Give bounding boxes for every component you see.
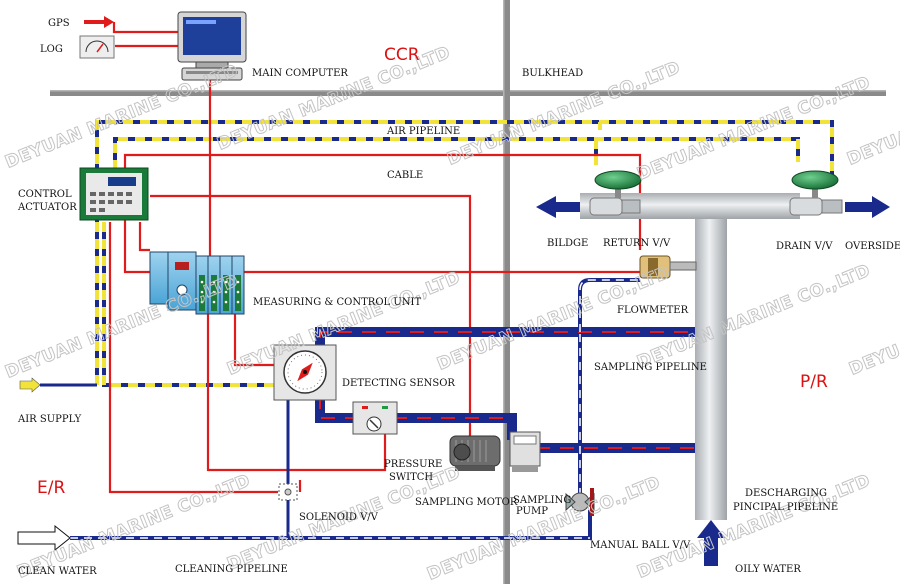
label-sampling-motor: SAMPLING MOTOR (415, 497, 518, 508)
label-sampling-pipeline: SAMPLING PIPELINE (594, 362, 707, 373)
label-actuator: ACTUATOR (17, 202, 77, 213)
sampling-motor (449, 435, 501, 471)
label-return-vv: RETURN V/V (603, 238, 671, 249)
svg-text:DEYUAN MARINE CO.,LTD: DEYUAN MARINE CO.,LTD (224, 268, 463, 380)
bulkhead-horizontal (50, 90, 886, 96)
manual-ball-valve[interactable] (565, 488, 595, 516)
labels: GPS LOG MAIN COMPUTER CCR BULKHEAD AIR P… (17, 18, 900, 577)
bildge-arrow (536, 196, 580, 218)
svg-text:DEYUAN MARINE CO.,LTD: DEYUAN MARINE CO.,LTD (844, 58, 900, 170)
pressure-switch (352, 401, 398, 435)
label-sampling: SAMPLING (513, 495, 571, 506)
label-detecting-sensor: DETECTING SENSOR (342, 378, 455, 389)
gps-log-inputs (84, 16, 178, 48)
overside-arrow (845, 196, 890, 218)
label-bildge: BILDGE (547, 238, 588, 249)
air-supply-arrow (19, 377, 97, 393)
label-pump: PUMP (516, 506, 548, 517)
main-computer (177, 11, 247, 81)
measuring-control-unit (149, 251, 245, 315)
label-oily-water: OILY WATER (735, 564, 801, 575)
detecting-sensor (273, 344, 337, 401)
label-ccr: CCR (384, 45, 420, 65)
solenoid-valve[interactable] (278, 483, 298, 501)
svg-text:DEYUAN MARINE CO.,LTD: DEYUAN MARINE CO.,LTD (424, 473, 663, 584)
control-actuator (79, 167, 149, 221)
label-main-computer: MAIN COMPUTER (252, 68, 348, 79)
cleaning-pipeline (70, 400, 592, 540)
label-manual-ball-vv: MANUAL BALL V/V (590, 540, 691, 551)
label-switch: SWITCH (389, 472, 433, 483)
drain-valve[interactable] (789, 170, 843, 216)
label-clean-water: CLEAN WATER (18, 566, 97, 577)
label-pressure: PRESSURE (384, 459, 442, 470)
bulkhead-vertical (503, 0, 510, 584)
label-log: LOG (40, 44, 63, 55)
label-measuring-control-unit: MEASURING & CONTROL UNIT (253, 297, 421, 308)
flowmeter (639, 255, 697, 279)
oily-water-arrow (697, 520, 725, 566)
log-gauge-icon (79, 35, 115, 59)
label-solenoid-vv: SOLENOID V/V (299, 512, 379, 523)
label-principal-pipeline: PINCIPAL PIPELINE (733, 502, 838, 513)
return-valve[interactable] (589, 170, 642, 216)
label-cleaning-pipeline: CLEANING PIPELINE (175, 564, 288, 575)
air-pipeline (95, 120, 834, 387)
cable-lines (108, 75, 642, 494)
label-control: CONTROL (18, 189, 72, 200)
label-air-pipeline: AIR PIPELINE (386, 126, 460, 137)
label-overside: OVERSIDE (845, 241, 900, 252)
label-cable: CABLE (387, 170, 423, 181)
svg-text:DEYUAN MARINE CO.,LTD: DEYUAN MARINE CO.,LTD (634, 73, 873, 185)
label-descharging: DESCHARGING (745, 488, 827, 499)
clean-water-arrow (17, 524, 71, 552)
label-gps: GPS (48, 18, 70, 29)
label-bulkhead: BULKHEAD (522, 68, 583, 79)
svg-text:DEYUAN MARINE CO.,LTD: DEYUAN MARINE CO.,LTD (2, 271, 241, 383)
label-air-supply: AIR SUPPLY (17, 414, 82, 425)
label-flowmeter: FLOWMETER (617, 305, 689, 316)
label-pr: P/R (800, 372, 828, 392)
label-er: E/R (37, 478, 65, 498)
sampling-pump (509, 431, 541, 472)
label-drain-vv: DRAIN V/V (776, 241, 833, 252)
